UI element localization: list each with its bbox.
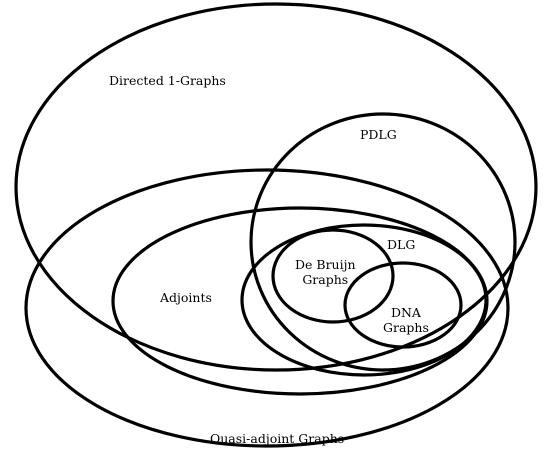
de-bruijn-graphs-label: De Bruijn Graphs (295, 257, 356, 287)
dlg-label: DLG (387, 237, 416, 252)
dna-graphs-label: DNA Graphs (383, 305, 429, 335)
quasi-adjoint-graphs-label: Quasi-adjoint Graphs (210, 431, 345, 446)
quasi-adjoint-graphs-ellipse (24, 168, 510, 448)
pdlg-label: PDLG (360, 127, 397, 142)
directed-1-graphs-ellipse (14, 2, 538, 372)
directed-1-graphs-label: Directed 1-Graphs (109, 73, 226, 88)
dlg-ellipse (240, 223, 488, 377)
dna-graphs-ellipse (343, 261, 463, 349)
de-bruijn-label-line2: Graphs (302, 272, 349, 287)
adjoints-label: Adjoints (160, 290, 212, 305)
de-bruijn-label-line1: De Bruijn (295, 257, 356, 272)
de-bruijn-graphs-ellipse (271, 228, 395, 324)
dna-label-line2: Graphs (383, 320, 429, 335)
dna-label-line1: DNA (390, 305, 421, 320)
pdlg-ellipse (249, 112, 517, 372)
